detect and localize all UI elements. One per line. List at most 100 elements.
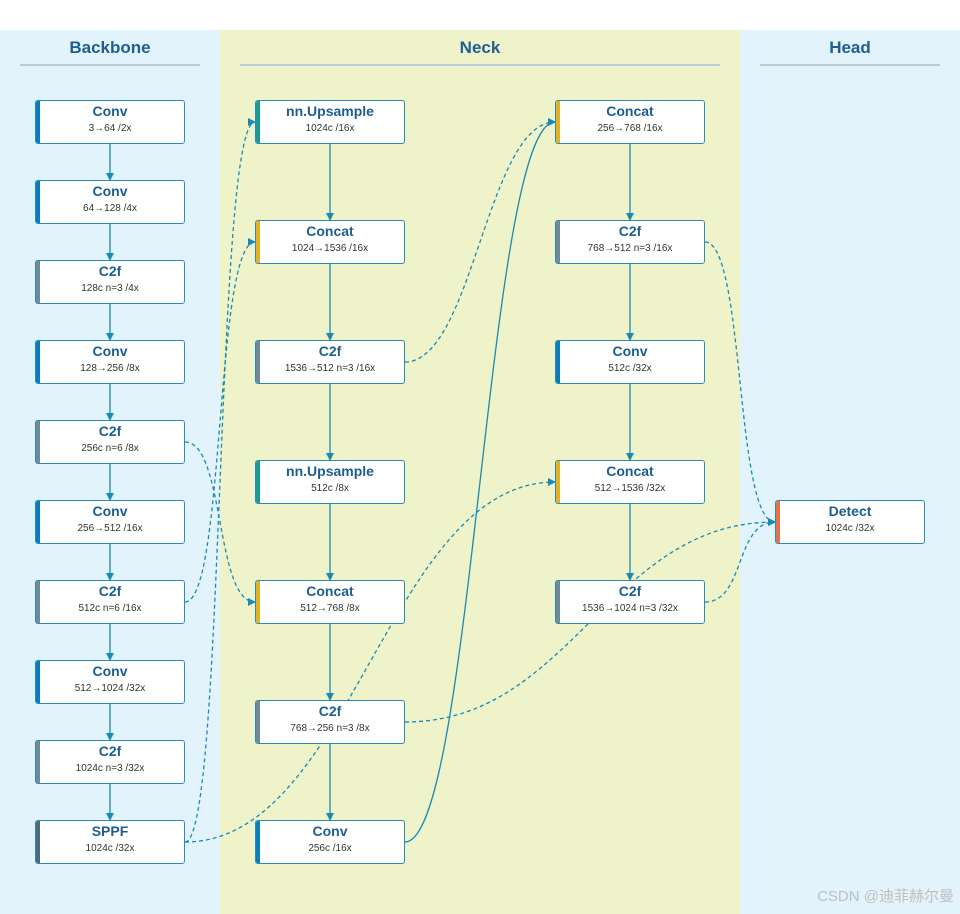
node-title: Concat — [606, 103, 654, 119]
node-accent-bar — [256, 101, 260, 143]
node-subtitle: 1024→1536 /16x — [291, 243, 369, 254]
node-accent-bar — [36, 501, 40, 543]
backbone-title: Backbone — [69, 38, 151, 57]
edge-m1-to-d0 — [704, 241, 776, 526]
node-c2f[interactable]: C2f 1536→1024 n=3 /32x — [555, 580, 705, 624]
node-conv[interactable]: Conv 512→1024 /32x — [35, 660, 185, 704]
node-subtitle: 512c n=6 /16x — [78, 603, 142, 614]
node-conv[interactable]: Conv 3→64 /2x — [35, 100, 185, 144]
node-subtitle: 512c /32x — [608, 363, 652, 374]
node-subtitle: 256c /16x — [308, 843, 352, 854]
node-title: C2f — [618, 223, 642, 239]
edge-b9-to-n0 — [184, 118, 256, 843]
node-accent-bar — [556, 341, 560, 383]
node-subtitle: 512→1024 /32x — [74, 683, 146, 694]
node-title: C2f — [98, 743, 122, 759]
node-accent-bar — [256, 221, 260, 263]
node-accent-bar — [256, 581, 260, 623]
node-title: Conv — [92, 663, 128, 679]
node-subtitle: 256→512 /16x — [77, 523, 143, 534]
node-accent-bar — [256, 461, 260, 503]
node-c2f[interactable]: C2f 768→512 n=3 /16x — [555, 220, 705, 264]
head-title-rule — [760, 64, 940, 66]
node-detect[interactable]: Detect 1024c /32x — [775, 500, 925, 544]
node-c2f[interactable]: C2f 1024c n=3 /32x — [35, 740, 185, 784]
node-subtitle: 1024c /32x — [825, 523, 875, 534]
node-accent-bar — [36, 661, 40, 703]
node-title: Conv — [92, 343, 128, 359]
node-accent-bar — [36, 581, 40, 623]
node-accent-bar — [776, 501, 780, 543]
node-sppf[interactable]: SPPF 1024c /32x — [35, 820, 185, 864]
node-subtitle: 1024c /32x — [85, 843, 135, 854]
edge-b9-to-m3 — [184, 478, 556, 843]
node-title: C2f — [98, 423, 122, 439]
node-title: Conv — [92, 503, 128, 519]
node-accent-bar — [556, 101, 560, 143]
node-nn-upsample[interactable]: nn.Upsample 1024c /16x — [255, 100, 405, 144]
node-title: Concat — [306, 223, 354, 239]
node-title: SPPF — [91, 823, 129, 839]
edge-m4-to-d0 — [704, 518, 776, 603]
node-accent-bar — [36, 261, 40, 303]
node-title: C2f — [98, 263, 122, 279]
node-subtitle: 64→128 /4x — [83, 203, 137, 214]
node-accent-bar — [256, 341, 260, 383]
backbone-title-rule — [20, 64, 200, 66]
node-title: C2f — [98, 583, 122, 599]
node-subtitle: 256→768 /16x — [597, 123, 663, 134]
node-subtitle: 256c n=6 /8x — [81, 443, 139, 454]
node-subtitle: 3→64 /2x — [88, 123, 132, 134]
node-accent-bar — [556, 581, 560, 623]
node-title: Detect — [828, 503, 872, 519]
node-c2f[interactable]: C2f 512c n=6 /16x — [35, 580, 185, 624]
node-title: C2f — [618, 583, 642, 599]
node-concat[interactable]: Concat 512→1536 /32x — [555, 460, 705, 504]
node-conv[interactable]: Conv 64→128 /4x — [35, 180, 185, 224]
neck-title-rule — [240, 64, 720, 66]
edge-b4-to-n4 — [184, 441, 256, 606]
node-title: C2f — [318, 343, 342, 359]
edge-n5-to-d0 — [404, 518, 776, 723]
node-title: Conv — [92, 183, 128, 199]
node-subtitle: 128c n=3 /4x — [81, 283, 139, 294]
node-subtitle: 512→1536 /32x — [594, 483, 666, 494]
node-accent-bar — [36, 821, 40, 863]
node-c2f[interactable]: C2f 128c n=3 /4x — [35, 260, 185, 304]
node-subtitle: 1536→1024 n=3 /32x — [582, 603, 678, 614]
node-c2f[interactable]: C2f 256c n=6 /8x — [35, 420, 185, 464]
node-accent-bar — [256, 701, 260, 743]
edge-b6-to-n1 — [184, 238, 256, 603]
node-accent-bar — [556, 461, 560, 503]
node-concat[interactable]: Concat 512→768 /8x — [255, 580, 405, 624]
node-c2f[interactable]: C2f 768→256 n=3 /8x — [255, 700, 405, 744]
node-conv[interactable]: Conv 128→256 /8x — [35, 340, 185, 384]
node-accent-bar — [36, 741, 40, 783]
node-nn-upsample[interactable]: nn.Upsample 512c /8x — [255, 460, 405, 504]
edge-n6-to-m0 — [404, 118, 556, 843]
watermark: CSDN @迪菲赫尔曼 — [817, 888, 954, 905]
node-accent-bar — [36, 421, 40, 463]
node-subtitle: 1024c /16x — [305, 123, 355, 134]
node-title: Concat — [606, 463, 654, 479]
node-concat[interactable]: Concat 1024→1536 /16x — [255, 220, 405, 264]
node-subtitle: 128→256 /8x — [80, 363, 140, 374]
node-subtitle: 768→512 n=3 /16x — [587, 243, 673, 254]
node-title: nn.Upsample — [286, 463, 374, 479]
neck-title: Neck — [459, 38, 501, 57]
node-subtitle: 768→256 n=3 /8x — [290, 723, 370, 734]
node-title: Conv — [92, 103, 128, 119]
edge-n2-to-m0 — [404, 118, 556, 363]
node-title: Concat — [306, 583, 354, 599]
node-title: C2f — [318, 703, 342, 719]
node-conv[interactable]: Conv 256→512 /16x — [35, 500, 185, 544]
node-subtitle: 512→768 /8x — [300, 603, 360, 614]
node-subtitle: 512c /8x — [311, 483, 349, 494]
node-title: nn.Upsample — [286, 103, 374, 119]
node-concat[interactable]: Concat 256→768 /16x — [555, 100, 705, 144]
node-subtitle: 1024c n=3 /32x — [75, 763, 145, 774]
